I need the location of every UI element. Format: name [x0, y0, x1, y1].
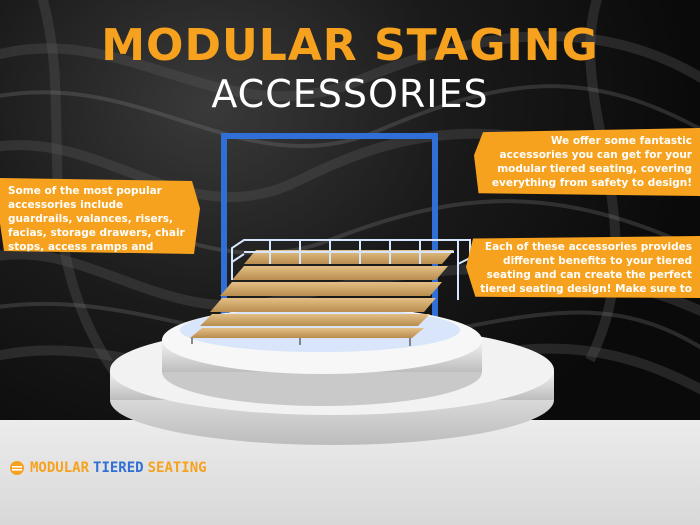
logo-text-seating: SEATING: [147, 460, 207, 476]
callout-right-bottom: Each of these accessories provides diffe…: [466, 236, 700, 298]
callout-left: Some of the most popular accessories inc…: [0, 178, 200, 254]
logo-seats-icon: [10, 461, 24, 475]
logo-text-modular: MODULAR: [30, 460, 90, 476]
callout-right-top: We offer some fantastic accessories you …: [474, 128, 700, 196]
guardrail: [231, 239, 471, 300]
tiered-seating: [190, 250, 454, 346]
page-title: MODULAR STAGING: [101, 20, 599, 71]
logo-text-tiered: TIERED: [93, 460, 144, 476]
page-subtitle: ACCESSORIES: [211, 72, 489, 116]
